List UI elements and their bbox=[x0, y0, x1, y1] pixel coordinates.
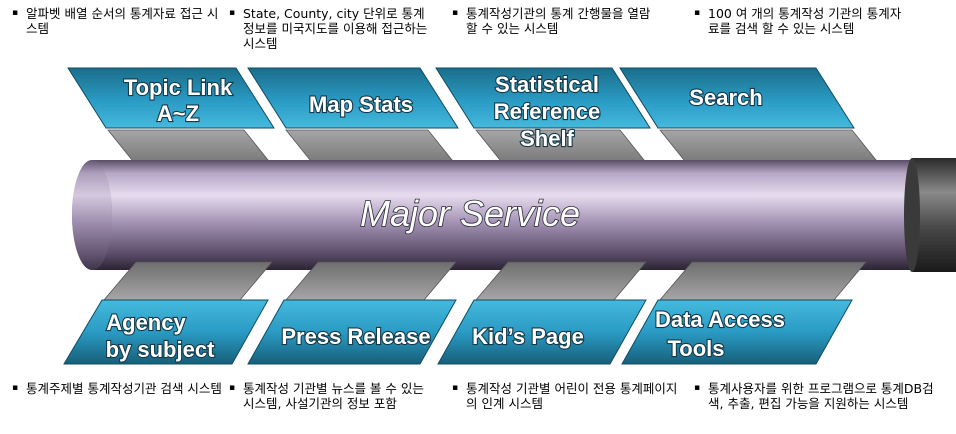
top-desc-text: 100 여 개의 통계작성 기관의 통계자료를 검색 할 수 있는 시스템 bbox=[708, 6, 902, 36]
center-title: Major Service bbox=[360, 193, 580, 234]
bottom-desc-2: ▪ 통계작성 기관별 뉴스를 볼 수 있는 시스템, 사설기관의 정보 포함 bbox=[229, 381, 433, 411]
bottom-labels: Agency by subject Press Release Kid’s Pa… bbox=[104, 306, 786, 363]
bottom-label-4-line2: Tools bbox=[667, 336, 724, 361]
major-service-cylinder bbox=[72, 158, 956, 272]
bottom-desc-4: ▪ 통계사용자를 위한 프로그램으로 통계DB검색, 추출, 편집 가능을 지원… bbox=[694, 381, 948, 411]
bottom-fins bbox=[103, 261, 867, 301]
bottom-fin-2 bbox=[285, 261, 457, 301]
top-label-4: Search bbox=[689, 85, 762, 110]
top-desc-3: ▪ 통계작성기관의 통계 간행물을 열람 할 수 있는 시스템 bbox=[452, 6, 656, 36]
bottom-panel-2 bbox=[247, 299, 457, 365]
bottom-label-2: Press Release bbox=[281, 324, 430, 349]
top-desc-text: 알파벳 배열 순서의 통계자료 접근 시스템 bbox=[26, 6, 219, 36]
bottom-fin-4 bbox=[659, 261, 867, 301]
bottom-label-1-line2: by subject bbox=[106, 337, 215, 362]
top-panel-1 bbox=[67, 67, 275, 129]
bottom-desc-1: ▪ 통계주제별 통계작성기관 검색 시스템 bbox=[12, 381, 222, 396]
top-labels: Topic Link A~Z Map Stats Statistical Ref… bbox=[123, 71, 764, 152]
top-fins bbox=[107, 129, 885, 171]
top-panels bbox=[67, 67, 855, 129]
top-label-1-line2: A~Z bbox=[157, 101, 199, 126]
bullet-icon: ▪ bbox=[229, 383, 236, 393]
bottom-desc-text: 통계사용자를 위한 프로그램으로 통계DB검색, 추출, 편집 가능을 지원하는… bbox=[708, 381, 934, 411]
top-desc-text: 통계작성기관의 통계 간행물을 열람 할 수 있는 시스템 bbox=[466, 6, 651, 36]
bullet-icon: ▪ bbox=[452, 8, 459, 18]
bottom-label-1-line1: Agency bbox=[106, 310, 186, 335]
top-label-1-line1: Topic Link bbox=[124, 75, 233, 100]
cylinder-cap bbox=[912, 158, 956, 272]
bullet-icon: ▪ bbox=[229, 8, 236, 18]
top-fin-1 bbox=[107, 129, 277, 171]
bottom-desc-3: ▪ 통계작성 기관별 어린이 전용 통계페이지의 인계 시스템 bbox=[452, 381, 678, 411]
top-desc-4: ▪ 100 여 개의 통계작성 기관의 통계자료를 검색 할 수 있는 시스템 bbox=[694, 6, 908, 36]
bottom-desc-text: 통계작성 기관별 뉴스를 볼 수 있는 시스템, 사설기관의 정보 포함 bbox=[243, 381, 424, 411]
bottom-label-3: Kid’s Page bbox=[472, 324, 584, 349]
top-label-3-line3: Shelf bbox=[520, 126, 574, 151]
top-fin-3 bbox=[475, 129, 653, 171]
top-panel-4 bbox=[619, 67, 855, 129]
top-label-3-line1: Statistical bbox=[495, 72, 599, 97]
bottom-label-4-line1: Data Access bbox=[655, 307, 785, 332]
cylinder-left-end bbox=[72, 160, 112, 270]
top-label-3-line2: Reference bbox=[494, 99, 600, 124]
bullet-icon: ▪ bbox=[12, 383, 19, 393]
bottom-panel-3 bbox=[437, 299, 647, 365]
top-panel-3 bbox=[435, 67, 651, 129]
bullet-icon: ▪ bbox=[694, 8, 701, 18]
top-desc-2: ▪ State, County, city 단위로 통계정보를 미국지도를 이용… bbox=[229, 6, 433, 51]
bottom-fin-1 bbox=[103, 261, 273, 301]
bottom-panels bbox=[63, 299, 853, 365]
bottom-panel-1 bbox=[63, 299, 269, 365]
bottom-panel-4 bbox=[621, 299, 853, 365]
bottom-desc-text: 통계주제별 통계작성기관 검색 시스템 bbox=[26, 381, 222, 396]
bullet-icon: ▪ bbox=[694, 383, 701, 393]
top-label-2: Map Stats bbox=[309, 92, 413, 117]
bottom-fin-3 bbox=[475, 261, 647, 301]
top-desc-text: State, County, city 단위로 통계정보를 미국지도를 이용해 … bbox=[243, 6, 428, 51]
bottom-desc-text: 통계작성 기관별 어린이 전용 통계페이지의 인계 시스템 bbox=[466, 381, 678, 411]
bullet-icon: ▪ bbox=[12, 8, 19, 18]
bullet-icon: ▪ bbox=[452, 383, 459, 393]
top-fin-2 bbox=[285, 129, 461, 171]
cylinder-body bbox=[92, 160, 914, 270]
top-desc-1: ▪ 알파벳 배열 순서의 통계자료 접근 시스템 bbox=[12, 6, 222, 36]
top-panel-2 bbox=[247, 67, 459, 129]
top-fin-4 bbox=[659, 129, 885, 171]
